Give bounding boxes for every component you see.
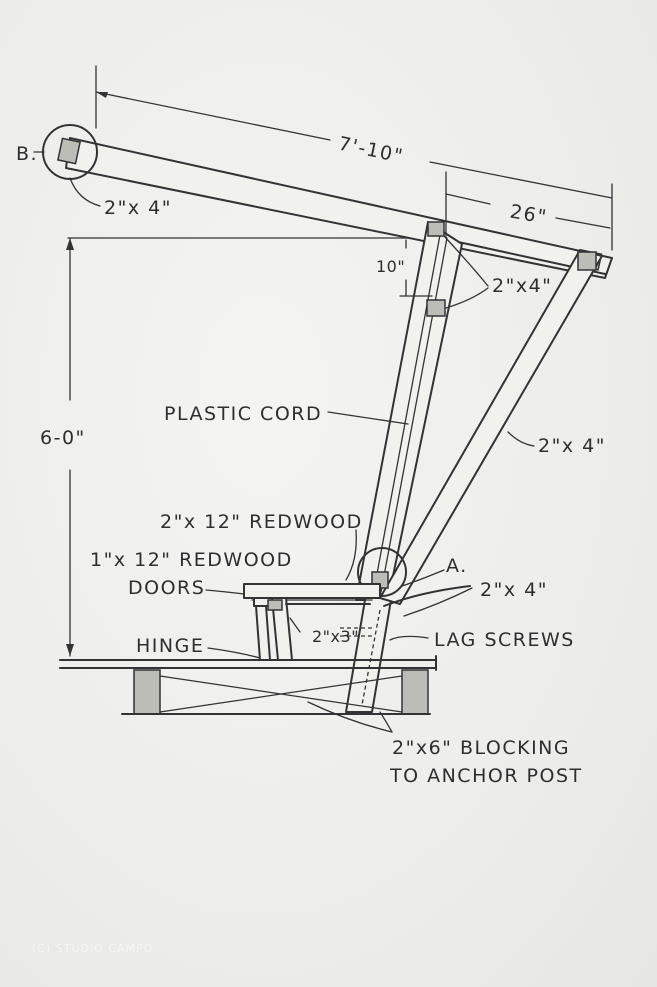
label-redwood-doors-1: 1"x 12" REDWOOD [90,549,293,571]
label-dim-height: 6-0" [40,427,86,449]
detail-circle-a [357,547,407,597]
label-dim-overhang: 26" [508,201,549,229]
label-stud-brace: 2"x 4" [538,435,606,457]
label-blocking-2: TO ANCHOR POST [389,765,583,787]
label-stud-upper-right: 2"x4" [492,275,552,297]
plastic-cord-line [373,234,441,591]
cross-brace-2 [159,675,403,713]
leader-brace [507,431,535,447]
main-post [355,221,463,601]
end-block-b [57,137,81,165]
dim-line-overall-a [95,91,331,141]
blocking-left [133,669,161,715]
seat-back-curve [383,585,471,607]
label-blocking-1: 2"x6" BLOCKING [392,737,570,759]
post-top-block [427,221,445,237]
leader-plastic-cord [327,411,409,425]
label-redwood-doors-2: DOORS [128,577,205,599]
leader-point-a [401,569,445,587]
label-stud-post: 2"x 4" [480,579,548,601]
label-hinge: HINGE [136,635,204,657]
leader-2x4-upper-a [443,235,489,287]
leader-lag-screws [389,635,429,641]
dim-line-overhang-b [555,217,611,229]
post-lower-dash [361,609,381,706]
arrow [66,238,74,250]
leader-post [403,587,473,617]
leader-cleat [289,617,301,633]
brace-top-block [577,251,597,271]
bench-seat [243,583,381,599]
leader-2x4-topleft [69,177,101,207]
leader-blocking-a [307,701,393,733]
label-point-b: B. [16,143,38,165]
label-cleat: 2"x3" [312,627,359,646]
label-dim-ten: 10" [376,257,405,276]
blocking-right [401,669,429,715]
label-stud-top-left: 2"x 4" [104,197,172,219]
arrow [66,644,74,656]
leader-seat [345,529,357,581]
post-upper-block [426,299,446,317]
watermark: (C) STUDIO CAMPO [32,942,153,955]
label-plastic-cord: PLASTIC CORD [164,403,322,425]
bench-door [255,605,271,661]
label-lag-screws: LAG SCREWS [434,629,575,651]
leader-blocking-b [379,711,393,733]
arrow [96,92,108,98]
post-lower [345,593,393,713]
leader-2x4-upper-b [445,287,489,309]
dim-line-overall-b [429,161,613,199]
label-dim-overall: 7'-10" [336,133,405,168]
leader-doors [205,589,245,595]
dim-line-overhang-a [445,193,491,205]
leader-hinge [207,647,261,659]
plastic-cord-line-2 [380,237,448,593]
cleat-block [267,599,283,611]
label-redwood-seat: 2"x 12" REDWOOD [160,511,363,533]
label-point-a: A. [446,555,468,577]
